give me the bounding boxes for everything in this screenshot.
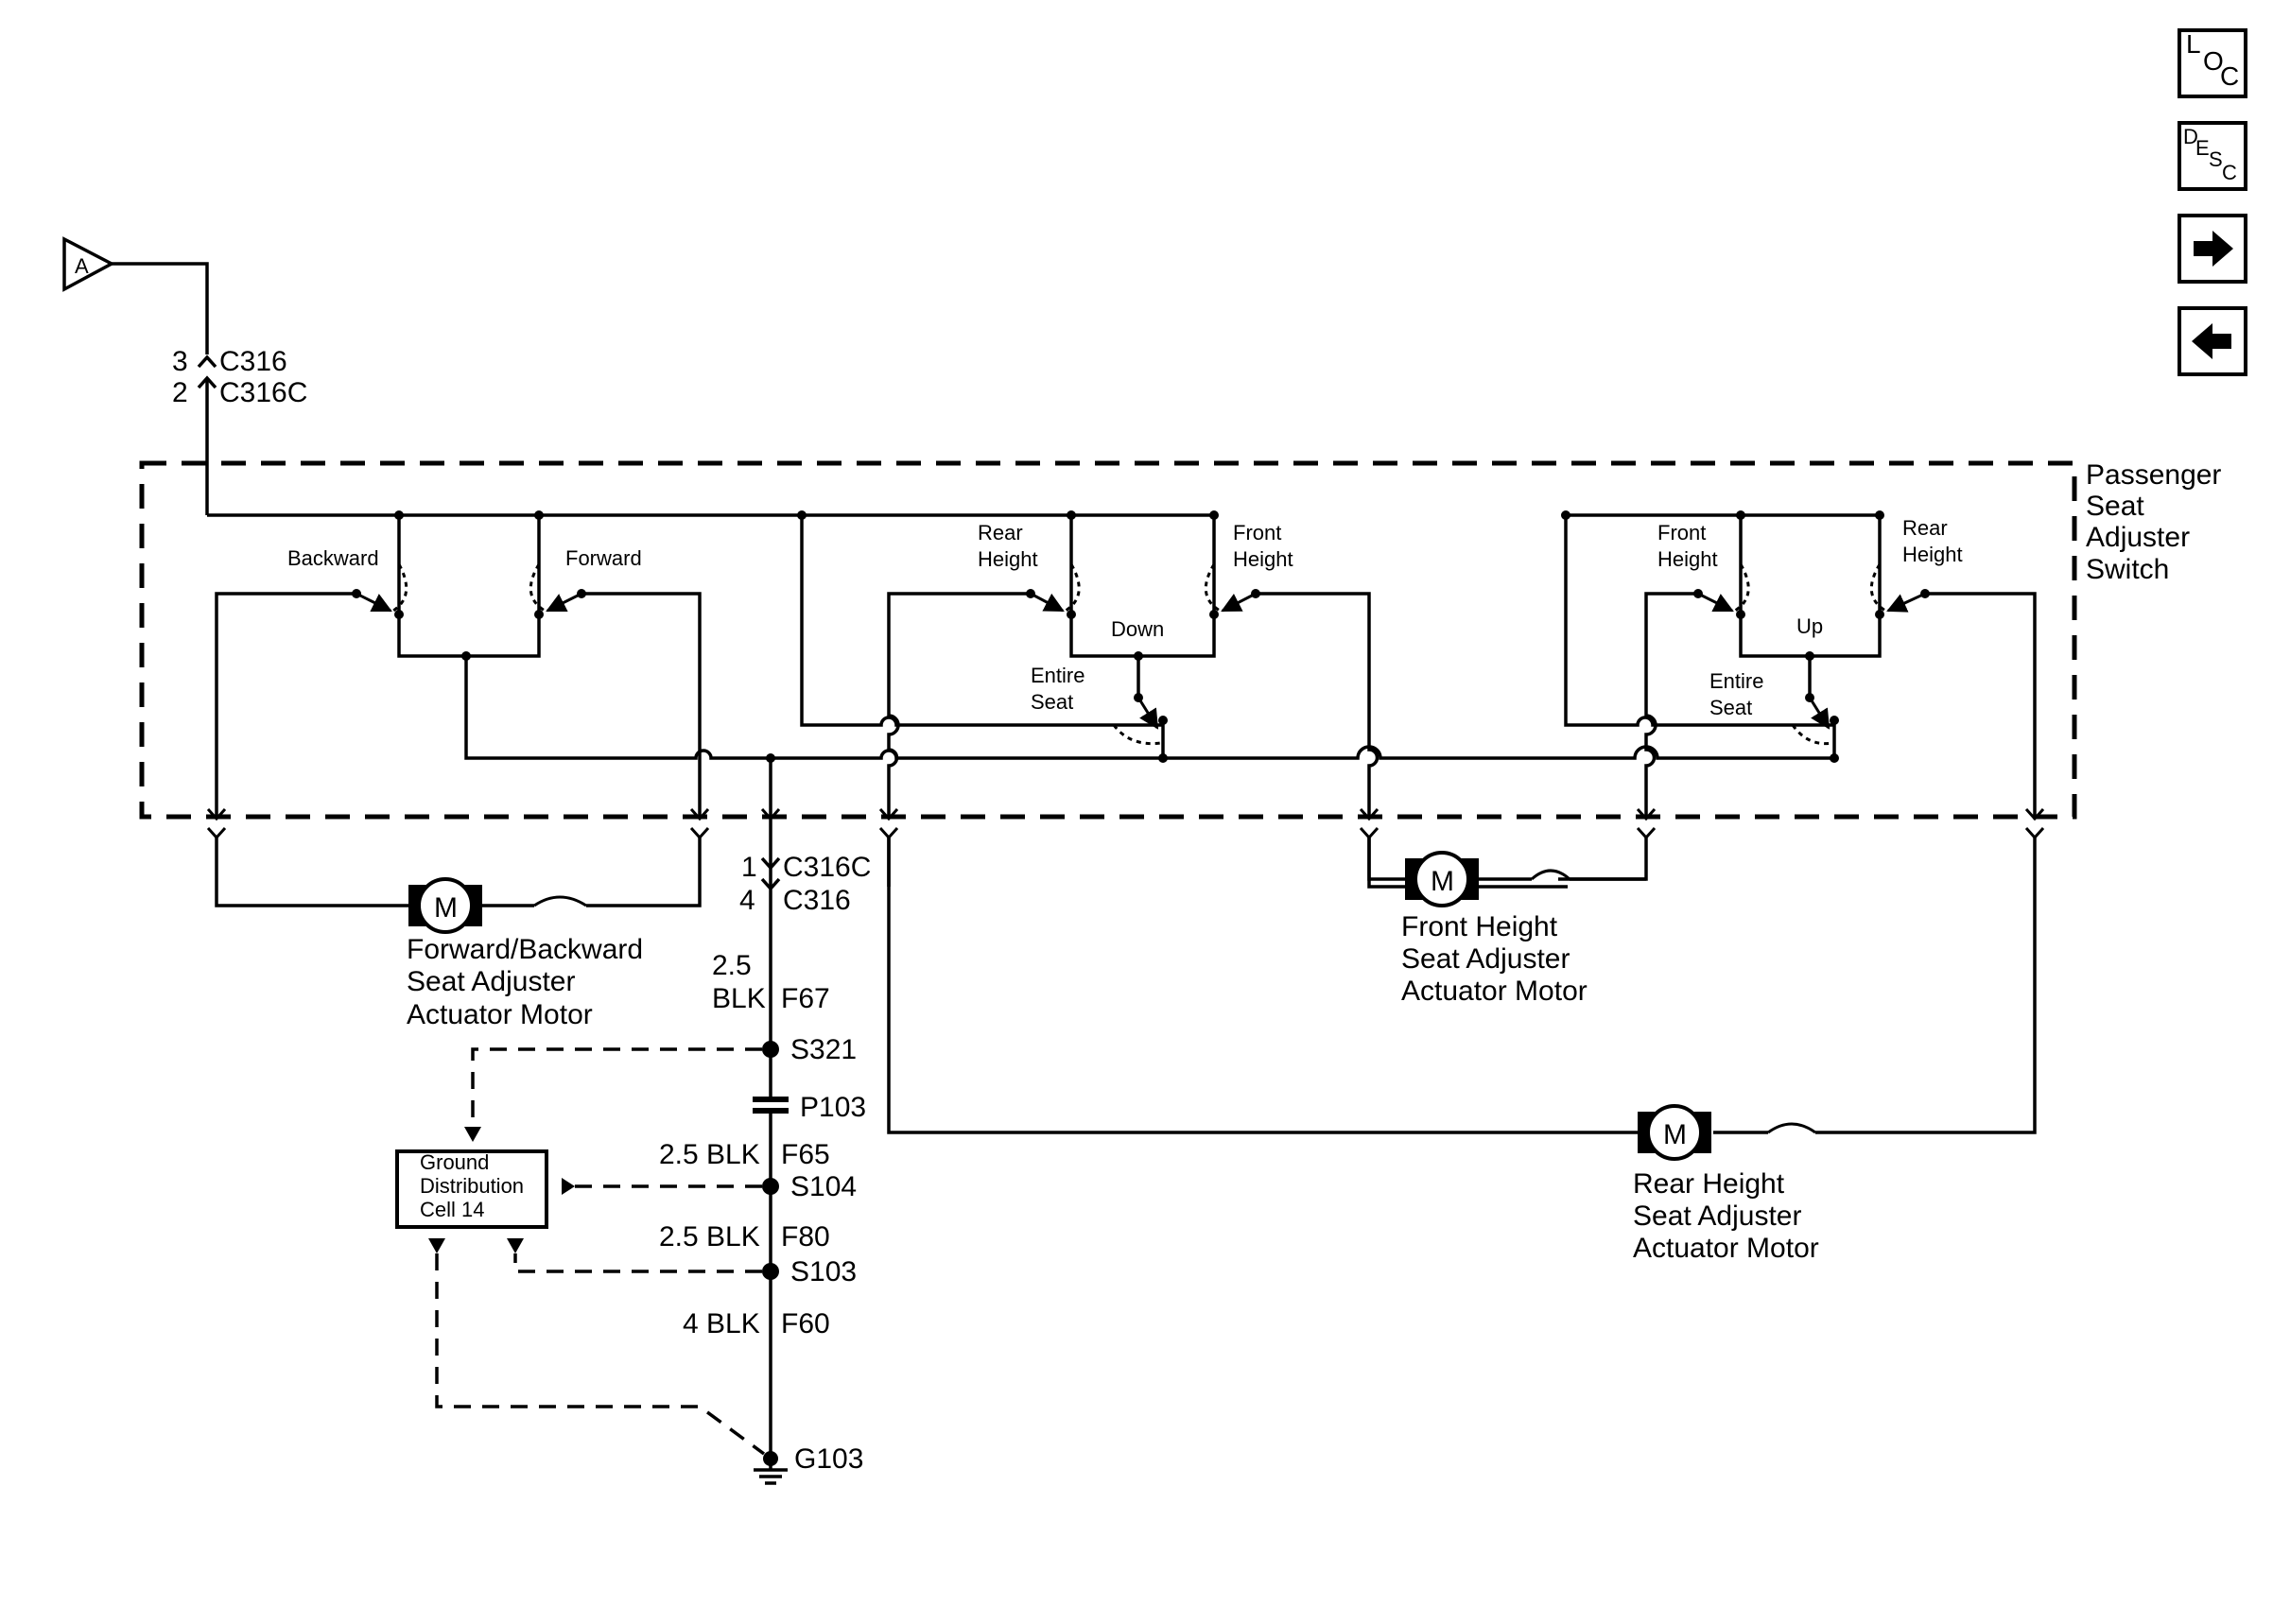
- splice-s104: [762, 1178, 779, 1195]
- top-connector-name-c316c: C316C: [219, 377, 307, 408]
- motor-symbol: M: [1431, 866, 1454, 897]
- svg-text:Actuator Motor: Actuator Motor: [1401, 976, 1588, 1007]
- connector-p103: [753, 1097, 789, 1102]
- label-up: Up: [1796, 614, 1823, 638]
- ground-distribution-cell[interactable]: Ground Distribution Cell 14: [395, 1149, 548, 1229]
- arrow-left-icon: [2192, 323, 2231, 359]
- label-up-entire-1: Entire: [1709, 669, 1763, 693]
- wire-f65-circuit: F65: [781, 1139, 830, 1170]
- wire-f67-circuit: F67: [781, 983, 830, 1014]
- offpage-label: A: [75, 254, 89, 278]
- svg-text:Adjuster: Adjuster: [2086, 522, 2190, 553]
- front-height-motor-label: Front Height Seat Adjuster Actuator Moto…: [1401, 911, 1588, 1007]
- label-down-front-height-2: Height: [1233, 547, 1293, 571]
- top-connector-pin-3: 3: [172, 346, 188, 377]
- wire-f67-gauge-2: BLK: [712, 983, 766, 1014]
- svg-text:Switch: Switch: [2086, 554, 2169, 585]
- label-down-entire-2: Seat: [1031, 690, 1073, 714]
- fb-motor[interactable]: M: [408, 877, 482, 934]
- label-down-entire-1: Entire: [1031, 664, 1084, 687]
- desc-letter-d: D: [2183, 125, 2198, 148]
- switch-assembly-title: Passenger Seat Adjuster Switch: [2086, 459, 2221, 585]
- gdc-line-2: Distribution: [420, 1174, 524, 1198]
- bottom-connector-pin-4: 4: [739, 885, 755, 916]
- offpage-connector-a[interactable]: A: [62, 236, 115, 292]
- rear-height-motor[interactable]: M: [1638, 1104, 1711, 1161]
- down-switch-section: Rear Height Front Height Down Entire Sea…: [797, 510, 1379, 815]
- desc-letter-s: S: [2209, 147, 2223, 171]
- splice-s103: [762, 1263, 779, 1280]
- fb-motor-label: Forward/Backward Seat Adjuster Actuator …: [407, 934, 643, 1030]
- wire-f80-circuit: F80: [781, 1221, 830, 1253]
- desc-letter-c: C: [2222, 161, 2237, 184]
- wire-f67-gauge-1: 2.5: [712, 950, 752, 981]
- svg-text:Seat Adjuster: Seat Adjuster: [1633, 1201, 1801, 1232]
- label-forward: Forward: [565, 546, 642, 570]
- motor-symbol: M: [434, 892, 458, 924]
- splice-s321-label: S321: [790, 1034, 857, 1065]
- label-backward: Backward: [287, 546, 379, 570]
- svg-text:Rear Height: Rear Height: [1633, 1168, 1785, 1200]
- ground-g103[interactable]: G103: [754, 1443, 863, 1485]
- label-up-entire-2: Seat: [1709, 696, 1752, 719]
- label-down-front-height-1: Front: [1233, 521, 1281, 544]
- switch-output-pins: [206, 807, 2045, 840]
- svg-text:Actuator Motor: Actuator Motor: [407, 999, 593, 1030]
- motor-symbol: M: [1663, 1119, 1687, 1150]
- svg-text:Seat Adjuster: Seat Adjuster: [407, 966, 575, 997]
- gdc-line-3: Cell 14: [420, 1198, 484, 1221]
- ground-bus: [771, 745, 1834, 760]
- next-page-button[interactable]: [2178, 214, 2247, 284]
- ground-g103-label: G103: [794, 1443, 863, 1475]
- connector-p103-label: P103: [800, 1092, 866, 1123]
- g103-ref-line: [435, 1253, 766, 1456]
- s103-ref-line: [513, 1253, 762, 1273]
- rear-height-motor-label: Rear Height Seat Adjuster Actuator Motor: [1633, 1168, 1819, 1264]
- svg-text:Forward/Backward: Forward/Backward: [407, 934, 643, 965]
- svg-text:Passenger: Passenger: [2086, 459, 2221, 491]
- svg-text:Seat Adjuster: Seat Adjuster: [1401, 943, 1570, 975]
- ground-wire-labels: 2.5 BLK F67 S321 P103 2.5 BLK F65 S104 2…: [659, 950, 866, 1339]
- label-down-rear-height-1: Rear: [978, 521, 1023, 544]
- label-down-rear-height-2: Height: [978, 547, 1038, 571]
- label-up-front-height-1: Front: [1657, 521, 1706, 544]
- up-switch-section: Front Height Rear Height Up Entire Seat: [1561, 510, 2037, 815]
- top-connector-name-c316: C316: [219, 346, 287, 377]
- desc-button[interactable]: D E S C: [2178, 121, 2247, 191]
- splice-s321: [762, 1041, 779, 1058]
- label-down: Down: [1111, 617, 1164, 641]
- prev-page-button[interactable]: [2178, 306, 2247, 376]
- wire-f65-gauge: 2.5 BLK: [659, 1139, 760, 1170]
- bottom-connector-symbol: [760, 856, 781, 891]
- label-up-rear-height-2: Height: [1902, 543, 1963, 566]
- feed-wire: [112, 262, 209, 354]
- loc-button[interactable]: L O C: [2178, 28, 2247, 98]
- top-connector-pin-2: 2: [172, 377, 188, 408]
- bottom-connector-name-c316: C316: [783, 885, 851, 916]
- loc-letter-l: L: [2186, 29, 2201, 59]
- wire-f60-gauge: 4 BLK: [683, 1308, 760, 1339]
- loc-letter-o: O: [2203, 46, 2224, 76]
- svg-text:Seat: Seat: [2086, 491, 2144, 522]
- s321-ref-line: [471, 1047, 762, 1134]
- label-up-rear-height-1: Rear: [1902, 516, 1948, 540]
- bottom-connector-pin-1: 1: [741, 852, 757, 883]
- gdc-line-1: Ground: [420, 1150, 489, 1174]
- desc-letter-e: E: [2195, 136, 2210, 160]
- fb-switch-section: Backward Forward: [215, 510, 771, 815]
- svg-text:Front Height: Front Height: [1401, 911, 1558, 942]
- front-height-motor[interactable]: M: [1405, 851, 1479, 907]
- svg-text:Actuator Motor: Actuator Motor: [1633, 1233, 1819, 1264]
- arrow-right-icon: [2194, 231, 2233, 267]
- bottom-connector-name-c316c: C316C: [783, 852, 871, 883]
- loc-letter-c: C: [2220, 61, 2239, 91]
- splice-s104-label: S104: [790, 1171, 857, 1202]
- wire-f80-gauge: 2.5 BLK: [659, 1221, 760, 1253]
- wire-f60-circuit: F60: [781, 1308, 830, 1339]
- switch-assembly-box: [139, 460, 2077, 820]
- splice-s103-label: S103: [790, 1256, 857, 1287]
- label-up-front-height-2: Height: [1657, 547, 1718, 571]
